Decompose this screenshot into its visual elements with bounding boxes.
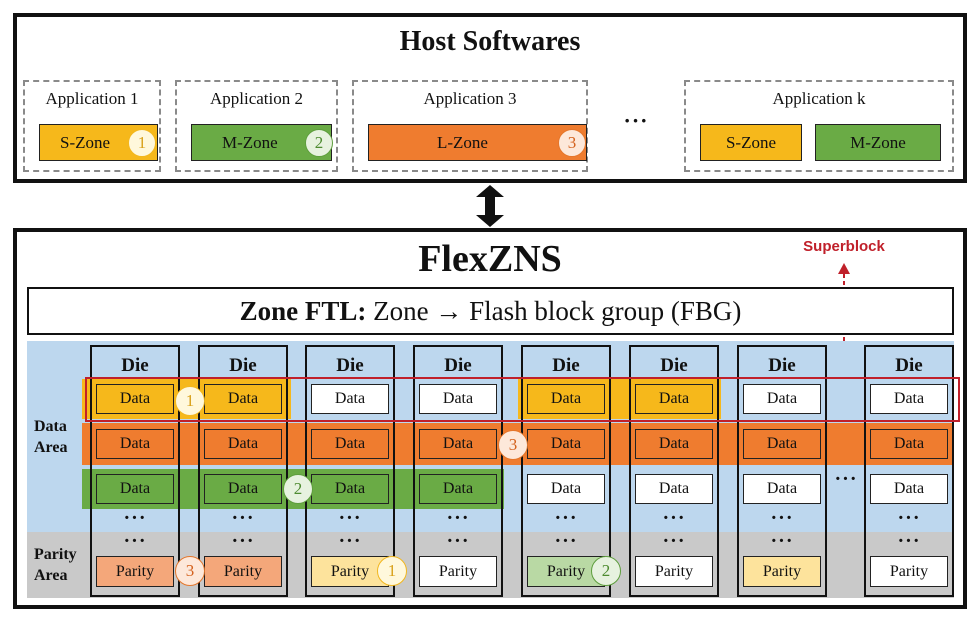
data-block: Data [419, 474, 497, 504]
dots: ··· [231, 507, 255, 529]
dots: ··· [554, 530, 578, 552]
app-3-label: Application 3 [423, 89, 517, 108]
badge-2-icon: 2 [305, 129, 333, 157]
dots: ··· [662, 507, 686, 529]
badge-1-icon: 1 [175, 386, 205, 416]
dots: ··· [123, 507, 147, 529]
die-column [864, 345, 954, 597]
zone-ftl-banner: Zone FTL: Zone → Flash block group (FBG) [27, 287, 954, 335]
die-label: Die [121, 355, 149, 376]
dots: ··· [123, 530, 147, 552]
dies-ellipsis: ··· [834, 468, 858, 490]
data-block: Data [527, 384, 605, 414]
die-label: Die [444, 355, 472, 376]
badge-1-icon: 1 [128, 129, 156, 157]
data-block: Data [527, 474, 605, 504]
dots: ··· [662, 530, 686, 552]
data-block: Data [204, 384, 282, 414]
dots: ··· [446, 530, 470, 552]
data-block: Data [743, 474, 821, 504]
host-title: Host Softwares [399, 26, 581, 57]
app-1-label: Application 1 [45, 89, 139, 108]
data-block: Data [419, 384, 497, 414]
data-block: Data [743, 429, 821, 459]
app-1-box [23, 80, 161, 172]
die-label: Die [895, 355, 923, 376]
data-block: Data [204, 474, 282, 504]
parity-block: Parity [96, 556, 174, 587]
dots: ··· [897, 530, 921, 552]
app-2-label: Application 2 [209, 89, 303, 108]
die-column [737, 345, 827, 597]
die-label: Die [229, 355, 257, 376]
die-column [305, 345, 395, 597]
data-block: Data [870, 429, 948, 459]
data-block: Data [419, 429, 497, 459]
dots: ··· [338, 507, 362, 529]
dots: ··· [897, 507, 921, 529]
badge-3-icon: 3 [558, 129, 586, 157]
app-2-box [175, 80, 338, 172]
data-block: Data [870, 384, 948, 414]
parity-block: Parity [870, 556, 948, 587]
flexzns-title: FlexZNS [418, 238, 562, 280]
data-block: Data [96, 474, 174, 504]
zone-ftl-mapping: Zone → Flash block group (FBG) [366, 295, 742, 326]
m-zone-block: M-Zone [815, 124, 941, 161]
dots: ··· [554, 507, 578, 529]
l-zone-block: L-Zone [368, 124, 587, 161]
double-arrow-icon [476, 185, 504, 227]
badge-3-icon: 3 [175, 556, 205, 586]
data-block: Data [635, 384, 713, 414]
die-label: Die [336, 355, 364, 376]
data-block: Data [527, 429, 605, 459]
dots: ··· [446, 507, 470, 529]
flexzns-panel [13, 228, 967, 609]
data-block: Data [311, 429, 389, 459]
zone-ftl-prefix: Zone FTL: [239, 295, 367, 326]
parity-block: Parity [311, 556, 389, 587]
parity-block: Parity [743, 556, 821, 587]
data-block: Data [635, 429, 713, 459]
dots: ··· [770, 530, 794, 552]
data-block: Data [743, 384, 821, 414]
die-label: Die [660, 355, 688, 376]
s-zone-block: S-Zone [700, 124, 802, 161]
dots: ··· [770, 507, 794, 529]
badge-1-icon: 1 [377, 556, 407, 586]
dots: ··· [338, 530, 362, 552]
host-softwares-panel [13, 13, 967, 183]
badge-2-icon: 2 [591, 556, 621, 586]
badge-2-icon: 2 [283, 474, 313, 504]
data-block: Data [96, 429, 174, 459]
app-k-label: Application k [772, 89, 866, 108]
die-column [629, 345, 719, 597]
data-block: Data [311, 474, 389, 504]
die-label: Die [552, 355, 580, 376]
data-block: Data [96, 384, 174, 414]
die-column [198, 345, 288, 597]
die-column [90, 345, 180, 597]
superblock-label: Superblock [803, 238, 885, 255]
apps-ellipsis: ··· [623, 108, 649, 133]
superblock-outline [85, 377, 960, 422]
app-k-box [684, 80, 954, 172]
die-column [413, 345, 503, 597]
data-block: Data [204, 429, 282, 459]
dots: ··· [231, 530, 255, 552]
data-block: Data [870, 474, 948, 504]
parity-block: Parity [635, 556, 713, 587]
die-column [521, 345, 611, 597]
badge-3-icon: 3 [498, 430, 528, 460]
app-3-box [352, 80, 588, 172]
parity-block: Parity [419, 556, 497, 587]
data-block: Data [311, 384, 389, 414]
parity-block: Parity [204, 556, 282, 587]
data-block: Data [635, 474, 713, 504]
die-label: Die [768, 355, 796, 376]
